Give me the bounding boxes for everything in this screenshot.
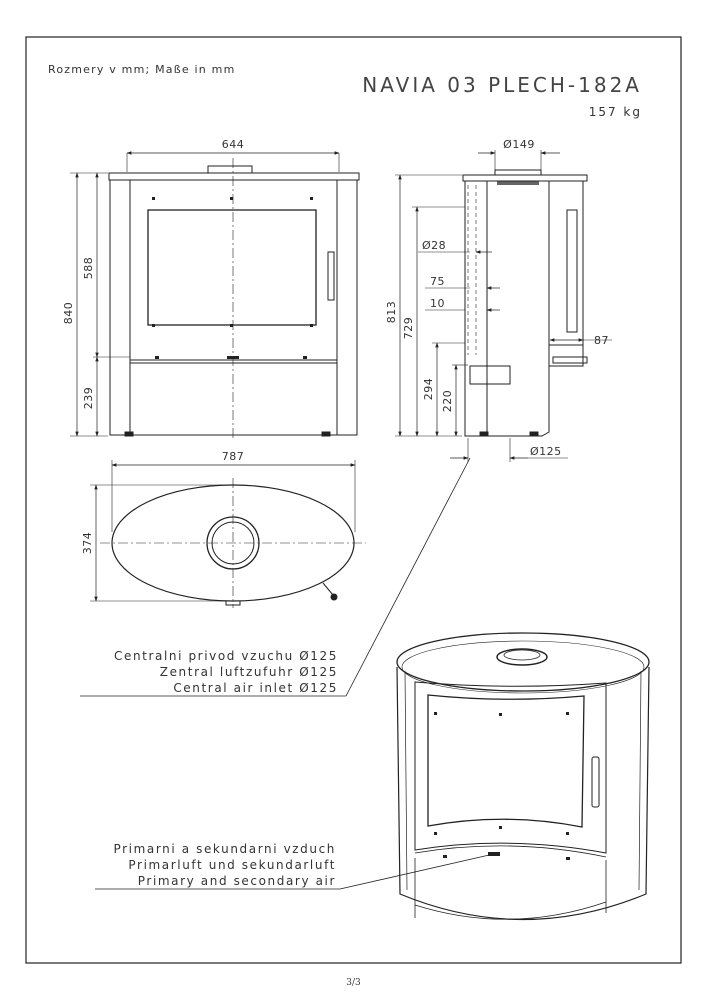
dim-side-height-220: 220 (441, 390, 454, 413)
dim-inlet-diameter: Ø125 (530, 445, 562, 458)
callout-primary-air-en: Primary and secondary air (138, 874, 336, 888)
units-note: Rozmery v mm; Maße in mm (48, 63, 235, 76)
dim-front-door-height: 588 (82, 257, 95, 280)
callout-primary-air-de: Primarluft und sekundarluft (128, 858, 336, 872)
dim-front-total-height: 840 (62, 302, 75, 325)
dim-top-width: 787 (222, 450, 245, 463)
top-view (90, 460, 366, 608)
callout-primary-air-cz: Primarni a sekundarni vzduch (114, 842, 336, 856)
dim-front-base-height: 239 (82, 387, 95, 410)
sheet-border (25, 36, 682, 964)
side-view (395, 150, 612, 462)
dim-side-height-813: 813 (385, 301, 398, 324)
dim-top-depth: 374 (81, 532, 94, 555)
callout-air-inlet-cz: Centralni privod vzuchu Ø125 (114, 649, 338, 663)
perspective-view (396, 632, 650, 921)
dim-outlet-diameter: Ø149 (503, 138, 535, 151)
callout-air-inlet-de: Zentral luftzufuhr Ø125 (160, 665, 338, 679)
dim-front-width: 644 (222, 138, 245, 151)
front-view (70, 151, 360, 440)
model-title: NAVIA 03 PLECH-182A (362, 73, 642, 97)
dim-side-height-294: 294 (422, 378, 435, 401)
callout-air-inlet-en: Central air inlet Ø125 (173, 681, 338, 695)
dim-side-offset-10: 10 (430, 297, 445, 310)
dim-side-offset-75: 75 (430, 275, 445, 288)
dim-side-depth-87: 87 (594, 334, 609, 347)
weight-label: 157 kg (589, 105, 642, 119)
dim-side-diameter-28: Ø28 (422, 239, 446, 252)
page-number: 3/3 (346, 978, 361, 988)
dim-side-height-729: 729 (402, 317, 415, 340)
callout-leaders (80, 457, 499, 890)
